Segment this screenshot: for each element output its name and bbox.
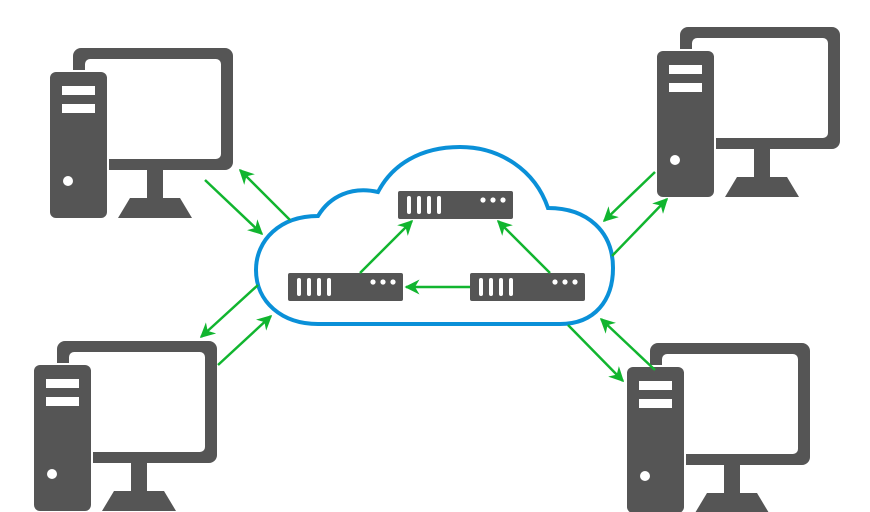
- arrow-cloud-to-bl: [199, 284, 259, 339]
- server-top-icon: [398, 191, 513, 219]
- computer-top-left-icon: [48, 48, 233, 220]
- arrow-tr-to-cloud: [602, 171, 656, 223]
- arrow-tl-to-cloud: [204, 179, 264, 236]
- arrow-cloud-to-br: [567, 324, 625, 383]
- arrow-cloud-to-tr: [611, 197, 669, 257]
- computer-top-right-icon: [655, 27, 840, 199]
- arrow-left-to-top-server: [359, 219, 414, 274]
- arrow-cloud-to-tl: [238, 168, 291, 221]
- arrow-bl-to-cloud: [217, 314, 273, 366]
- arrow-right-to-top-server: [496, 219, 551, 274]
- server-right-icon: [470, 273, 585, 301]
- server-left-icon: [288, 273, 403, 301]
- arrow-br-to-cloud: [599, 317, 656, 371]
- computer-bottom-left-icon: [32, 341, 217, 512]
